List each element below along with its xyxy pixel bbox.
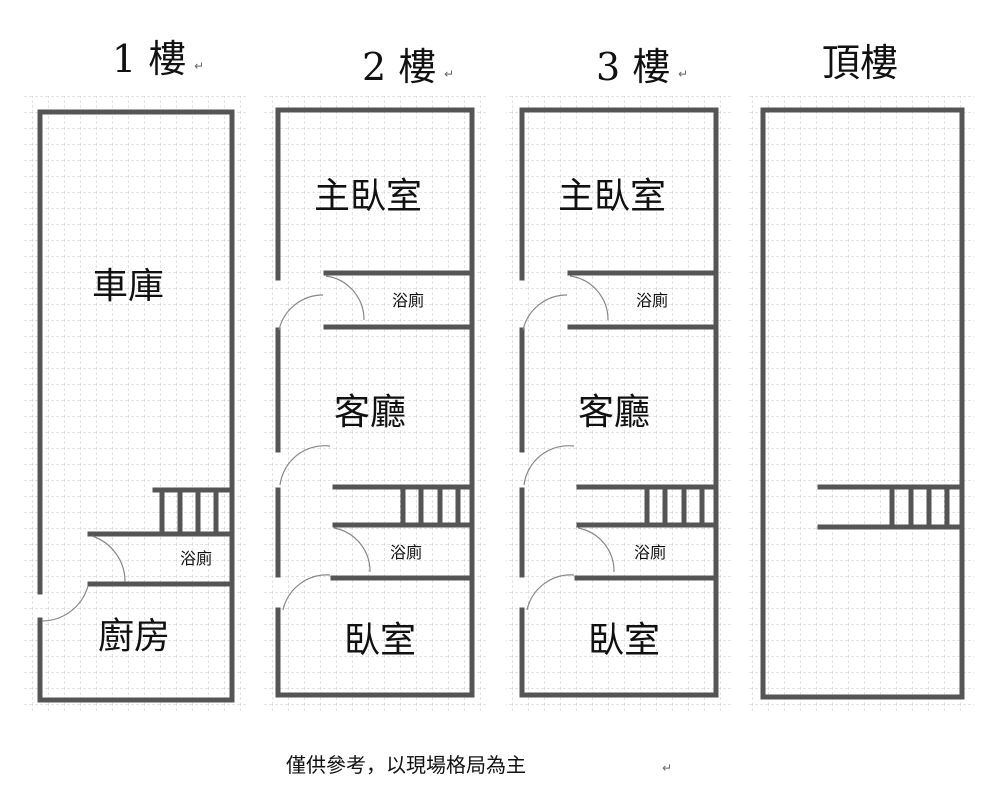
paragraph-mark: ↵ <box>662 761 672 775</box>
floor-1-plan: 車庫 浴廁 廚房 <box>37 109 235 703</box>
paragraph-mark: ↵ <box>194 59 204 73</box>
room-kitchen: 廚房 <box>98 616 170 657</box>
door-swing-icon <box>569 275 609 321</box>
door-swing-icon <box>522 294 568 331</box>
room-living: 客廳 <box>578 392 650 433</box>
door-swing-icon <box>279 445 331 486</box>
floor-1-title: 1 樓 <box>112 37 186 81</box>
paragraph-mark: ↵ <box>444 67 454 81</box>
room-bath: 浴廁 <box>634 543 666 562</box>
room-bath: 浴廁 <box>636 291 668 310</box>
door-swing-icon <box>333 527 371 573</box>
door-swing-icon <box>577 527 615 573</box>
grid-roof <box>748 96 974 712</box>
door-swing-icon <box>523 445 575 486</box>
floor-3-title: 3 樓 <box>596 45 670 89</box>
door-swing-icon <box>41 585 89 622</box>
door-swing-icon <box>91 535 126 583</box>
door-swing-icon <box>278 294 324 331</box>
grid-floor-2 <box>262 96 488 712</box>
floor-3-plan: 主臥室 浴廁 客廳 浴廁 臥室 <box>519 107 719 698</box>
room-bath: 浴廁 <box>390 543 422 562</box>
grid-floor-3 <box>506 96 732 712</box>
roof-plan <box>760 107 965 700</box>
room-bath: 浴廁 <box>180 549 212 568</box>
floor-2-title: 2 樓 <box>362 45 436 89</box>
grid-floor-1 <box>22 96 248 712</box>
door-swing-icon <box>325 275 365 321</box>
floor-2-plan: 主臥室 浴廁 客廳 浴廁 臥室 <box>275 107 475 698</box>
room-master-bedroom: 主臥室 <box>558 176 666 217</box>
room-garage: 車庫 <box>92 266 164 307</box>
door-swing-icon <box>282 574 331 611</box>
room-bedroom: 臥室 <box>344 620 416 661</box>
room-master-bedroom: 主臥室 <box>314 176 422 217</box>
room-bedroom: 臥室 <box>588 620 660 661</box>
paragraph-mark: ↵ <box>678 67 688 81</box>
door-swing-icon <box>526 574 575 611</box>
disclaimer-footer: 僅供參考，以現場格局為主 <box>286 753 526 777</box>
room-living: 客廳 <box>334 392 406 433</box>
roof-title: 頂樓 <box>822 41 898 85</box>
room-bath: 浴廁 <box>392 291 424 310</box>
